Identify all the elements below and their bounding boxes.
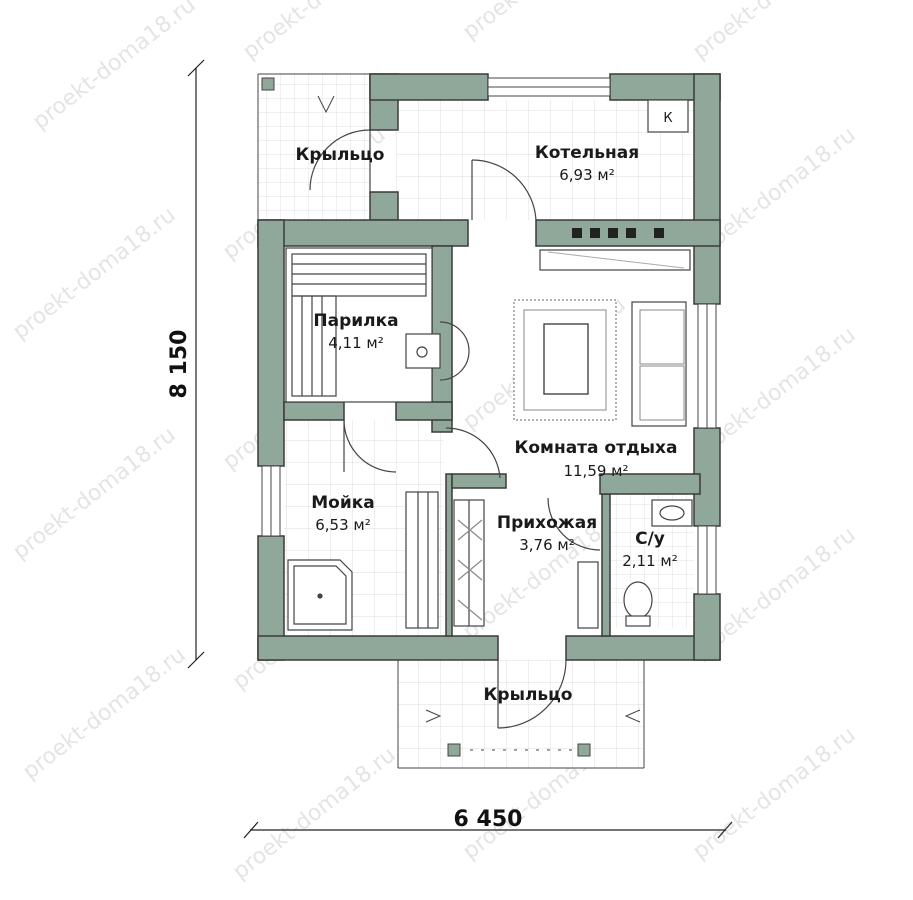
room-area-hall: 3,76 м² [519,536,575,554]
wc-fixtures [623,499,693,627]
watermark-text: proekt-doma18.ru [8,422,180,564]
height-dimension: 8 150 [167,330,192,399]
wardrobe [453,499,485,627]
room-area-lounge: 11,59 м² [563,462,628,480]
watermark-text: proekt-doma18.ru [458,0,630,45]
watermark-text: proekt-doma18.ru [18,642,190,784]
room-name-porch-bottom: Крыльцо [484,685,573,705]
shoe-cabinet [577,561,599,629]
windows [261,77,717,595]
watermark-text: proekt-doma18.ru [8,202,180,344]
room-area-wc: 2,11 м² [622,552,678,570]
wash-bench [405,491,439,629]
room-area-boiler: 6,93 м² [559,166,615,184]
watermark-text: proekt-doma18.ru [238,0,410,65]
room-name-wc: С/у [635,529,665,549]
watermark-text: proekt-doma18.ru [28,0,200,135]
watermark-text: proekt-doma18.ru [688,0,860,65]
sauna-benches [285,247,441,403]
lounge-furniture [513,249,691,427]
dimension-lines [187,59,733,839]
room-name-porch-top: Крыльцо [296,145,385,165]
watermark-text: proekt-doma18.ru [228,742,400,884]
room-area-steam: 4,11 м² [328,334,384,352]
room-name-steam: Парилка [313,311,398,331]
doors [309,129,601,729]
room-name-hall: Прихожая [497,513,597,533]
width-dimension: 6 450 [454,807,523,832]
watermark-text: proekt-doma18.ru [688,722,860,864]
boiler-vents [572,228,664,238]
room-name-lounge: Комната отдыха [514,438,677,458]
boiler-unit [647,99,689,133]
room-name-wash: Мойка [311,493,375,513]
shower [287,559,353,631]
porch-details [257,73,645,769]
boiler-mark: К [663,111,672,126]
room-area-wash: 6,53 м² [315,516,371,534]
room-name-boiler: Котельная [535,143,639,163]
